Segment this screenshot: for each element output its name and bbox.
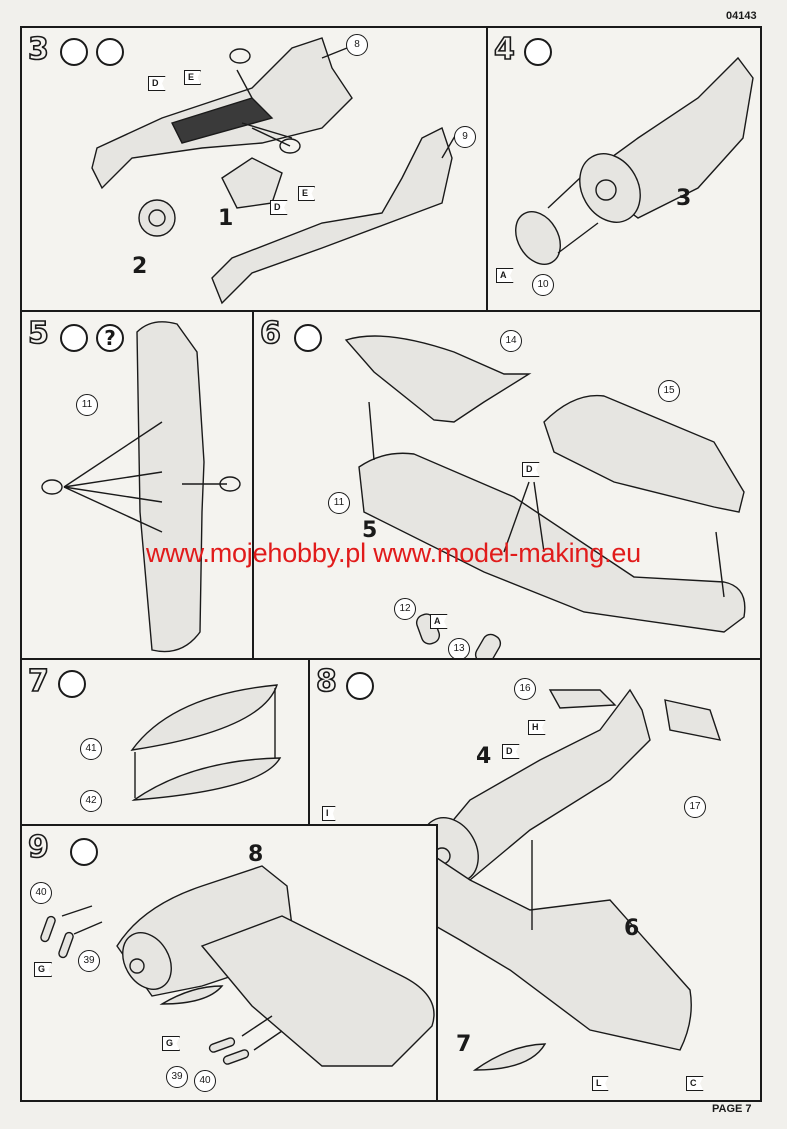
step-number: 7 — [27, 663, 49, 700]
glue-icon — [294, 324, 322, 352]
step-4-panel: 4 10 3 A — [486, 26, 762, 312]
part-callout: 39 — [78, 950, 100, 972]
part-callout: 11 — [76, 394, 98, 416]
step-8-panel: 8 16 17 4 6 7 H D I L C — [308, 658, 762, 1102]
step-number: 9 — [27, 829, 49, 866]
part-callout: 11 — [328, 492, 350, 514]
engine-cowl-drawing — [515, 56, 754, 265]
subassembly-label: 2 — [132, 254, 148, 279]
part-callout: 15 — [658, 380, 680, 402]
part-callout: 40 — [30, 882, 52, 904]
putty-tool-icon — [96, 38, 124, 66]
glue-icon — [60, 38, 88, 66]
glue-icon — [58, 670, 86, 698]
kit-number: 04143 — [726, 10, 757, 22]
step-5-panel: 5 ? 11 — [20, 310, 254, 660]
step-number: 4 — [493, 31, 515, 68]
step-number: 6 — [259, 315, 281, 352]
part-callout: 13 — [448, 638, 470, 660]
subassembly-label: 7 — [456, 1032, 472, 1057]
subassembly-label: 1 — [218, 206, 234, 231]
part-callout: 40 — [194, 1070, 216, 1092]
part-callout: 12 — [394, 598, 416, 620]
subassembly-label: 3 — [676, 186, 692, 211]
part-callout: 17 — [684, 796, 706, 818]
subassembly-label: 4 — [476, 744, 492, 769]
fuselage-half-drawing — [91, 37, 456, 305]
drop-tank-drawing — [130, 684, 282, 801]
subassembly-label: 6 — [624, 916, 640, 941]
part-callout: 39 — [166, 1066, 188, 1088]
step-number: 8 — [315, 663, 337, 700]
subassembly-label: 5 — [362, 518, 378, 543]
step-9-panel: 9 40 39 39 40 8 G G — [20, 824, 438, 1102]
step-3-panel: 3 8 9 1 2 D E D E — [20, 26, 488, 312]
subassembly-label: 8 — [248, 842, 264, 867]
step-7-panel: 7 41 42 — [20, 658, 310, 826]
part-callout: 41 — [80, 738, 102, 760]
glue-icon — [524, 38, 552, 66]
decal-flag: C — [686, 1076, 704, 1091]
glue-icon — [70, 838, 98, 866]
part-callout: 10 — [532, 274, 554, 296]
part-callout: 16 — [514, 678, 536, 700]
decal-flag: H — [528, 720, 546, 735]
lower-wing-drawing — [41, 321, 241, 653]
underwing-rockets-drawing — [40, 865, 435, 1067]
glue-icon — [346, 672, 374, 700]
page-number: PAGE 7 — [712, 1103, 752, 1115]
part-callout: 8 — [346, 34, 368, 56]
part-callout: 14 — [500, 330, 522, 352]
part-callout: 42 — [80, 790, 102, 812]
knife-icon — [60, 324, 88, 352]
wing-assembly-drawing — [344, 335, 746, 665]
website-watermark: www.mojehobby.pl www.model-making.eu — [145, 538, 642, 568]
step-number: 5 — [27, 315, 49, 352]
step-number: 3 — [27, 31, 49, 68]
step-6-panel: 6 14 15 11 12 13 5 D A — [252, 310, 762, 665]
help-icon: ? — [96, 324, 124, 352]
part-callout: 9 — [454, 126, 476, 148]
